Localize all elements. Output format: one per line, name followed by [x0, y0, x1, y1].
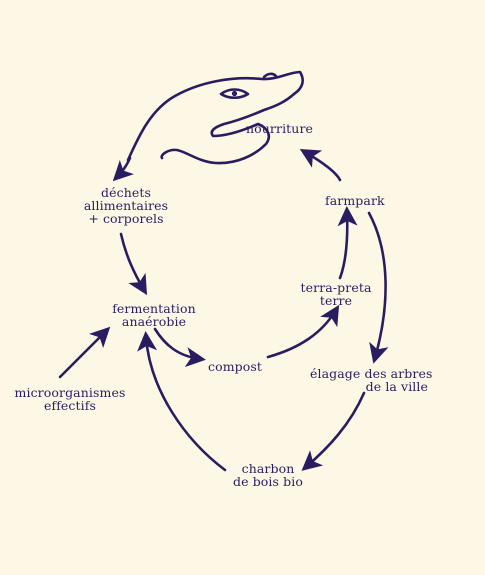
creature-head-icon [126, 70, 304, 165]
label-elagage: élagage des arbres de la ville [310, 366, 433, 394]
label-compost: compost [208, 359, 263, 374]
arrow-fermentation-to-compost [153, 327, 206, 368]
arrow-charbon-to-fermentation [137, 331, 227, 472]
arrow-terra-preta-to-farmpark [337, 206, 358, 280]
label-terra-preta: terra-preta terre [300, 280, 372, 308]
arrow-dechets-to-fermentation [119, 232, 148, 296]
arrow-farmpark-to-nourriture [299, 148, 342, 182]
arrow-farmpark-to-elagage [367, 211, 389, 364]
label-dechets: déchets allimentaires + corporels [83, 185, 169, 226]
label-nourriture: nourriture [246, 121, 314, 136]
label-farmpark: farmpark [325, 193, 385, 208]
arrow-elagage-to-charbon [301, 391, 366, 471]
arrow-microorganismes-to-fermentation [58, 326, 111, 379]
label-charbon: charbon de bois bio [233, 461, 303, 489]
arrow-compost-to-terra-preta [266, 304, 340, 359]
arrow-head-to-dechets [112, 156, 134, 182]
label-fermentation: fermentation anaérobie [112, 301, 196, 329]
label-microorganismes: microorganismes effectifs [14, 385, 126, 413]
